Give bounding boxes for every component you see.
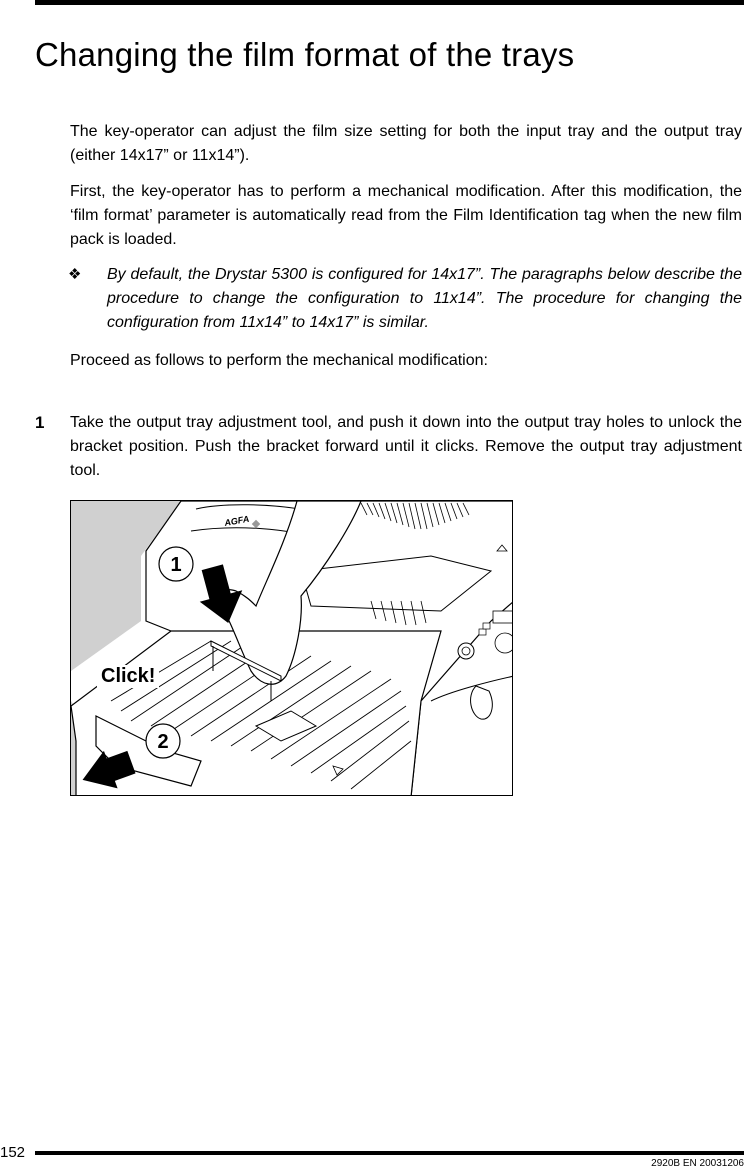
callout-2-label: 2	[157, 731, 168, 753]
page-title: Changing the film format of the trays	[35, 36, 575, 73]
note-block: ❖ By default, the Drystar 5300 is config…	[68, 263, 742, 335]
output-tray-illustration: AGFA 1 2 Click!	[70, 500, 513, 796]
bottom-rule	[35, 1151, 744, 1155]
step-1: 1 Take the output tray adjustment tool, …	[35, 411, 742, 483]
procedure-intro: Proceed as follows to perform the mechan…	[70, 352, 488, 369]
callout-1-circle	[158, 546, 194, 582]
page-number: 152	[0, 1144, 26, 1161]
diamond-bullet-icon: ❖	[68, 266, 82, 283]
top-rule	[35, 0, 744, 5]
note-text: By default, the Drystar 5300 is configur…	[107, 266, 742, 331]
step-number: 1	[35, 413, 45, 432]
callout-2-circle	[145, 723, 181, 759]
intro-paragraph-2: First, the key-operator has to perform a…	[70, 183, 742, 248]
printer-drawing: AGFA 1 2	[71, 501, 512, 795]
intro-paragraph-1: The key-operator can adjust the film siz…	[70, 123, 742, 164]
document-id: 2920B EN 20031206	[651, 1158, 744, 1169]
click-label: Click!	[97, 665, 160, 688]
down-arrow-icon	[199, 564, 243, 624]
push-arrow-icon	[82, 750, 136, 789]
step-text: Take the output tray adjustment tool, an…	[70, 414, 742, 479]
agfa-logo: AGFA	[223, 514, 250, 528]
callout-1-label: 1	[170, 554, 181, 576]
